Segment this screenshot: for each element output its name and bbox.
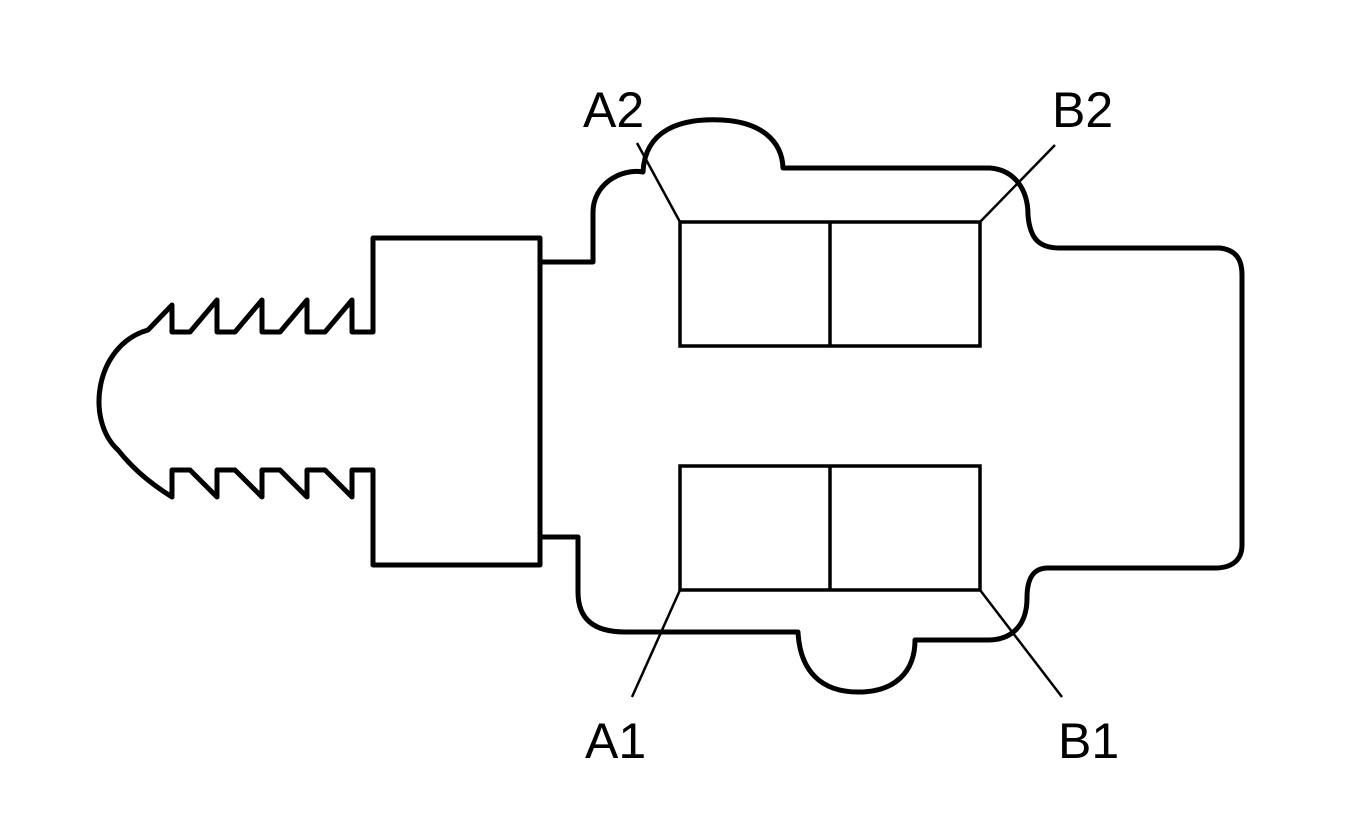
label-a1: A1 xyxy=(585,713,646,769)
label-a2: A2 xyxy=(583,82,644,138)
threaded-stem xyxy=(96,235,543,568)
connector-body xyxy=(537,117,1245,695)
leader-line-b1 xyxy=(979,589,1063,698)
label-b2: B2 xyxy=(1052,82,1113,138)
label-b1: B1 xyxy=(1058,713,1119,769)
leader-line-a1 xyxy=(630,589,682,698)
leader-line-b2 xyxy=(979,144,1056,223)
leader-line-a2 xyxy=(635,142,682,223)
